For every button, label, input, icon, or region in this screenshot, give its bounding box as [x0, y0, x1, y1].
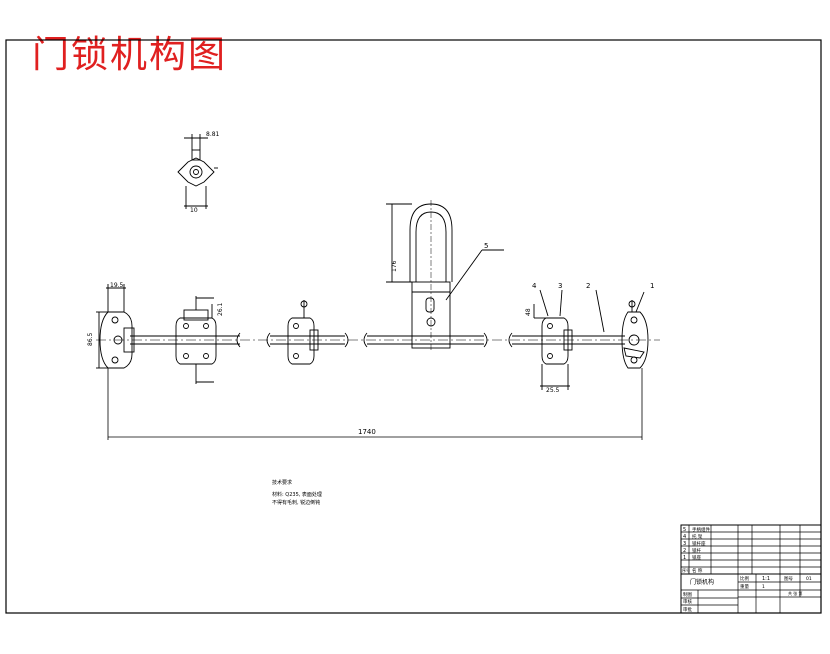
part-row-no: 4 [683, 534, 686, 540]
title-block-qty-label: 共 张 第 [788, 590, 803, 596]
part-row-name: 锁杆 [692, 547, 701, 554]
overall-dimension [107, 368, 643, 440]
part-row-no: 5 [683, 527, 686, 533]
parts-header-name: 名 称 [692, 567, 703, 574]
drawing-title: 门锁机构图 [32, 33, 227, 76]
handle-assembly [386, 200, 504, 350]
left-end-bracket [96, 284, 135, 369]
dim-right-bracket-height: 48 [525, 308, 532, 316]
part-row-name: 手柄组件 [692, 526, 710, 533]
dim-overall-length: 1740 [358, 428, 376, 436]
title-block-sheet-value: 01 [806, 576, 812, 582]
lock-rod [130, 332, 625, 348]
title-block-scale-label: 比例 [740, 575, 749, 582]
title-block-weight-value: 1 [762, 584, 765, 590]
parts-header-no: 序号 [682, 567, 690, 573]
top-view [177, 134, 218, 209]
title-block-check-label: 审核 [683, 598, 692, 605]
balloon-1: 1 [650, 282, 654, 290]
notes-line-1: 材料: Q235, 表面处理 [272, 491, 322, 498]
title-block-grid [680, 524, 822, 614]
title-block-scale-value: 1:1 [762, 576, 770, 582]
balloon-5: 5 [484, 242, 488, 250]
dim-top-view-height: 10 [190, 207, 198, 214]
part-row-no: 2 [683, 548, 686, 554]
middle-bracket [287, 300, 319, 365]
sheet-border [5, 39, 822, 614]
dim-left-bracket-top: 19.5 [110, 282, 124, 289]
part-row-no: 3 [683, 541, 686, 547]
left-guide-bracket [175, 296, 217, 384]
dim-top-view-width: 8.81 [206, 131, 220, 138]
part-row-name: 锁杆座 [692, 540, 706, 547]
dim-right-bracket-width: 25.5 [546, 387, 560, 394]
title-block-sheet-label: 图号 [784, 576, 793, 582]
dim-handle-height: 176 [391, 260, 398, 272]
title-block-weight-label: 重量 [740, 583, 749, 590]
dim-left-bracket-side: 86.5 [87, 332, 94, 346]
title-block-draw-label: 制图 [683, 591, 692, 598]
balloon-2: 2 [586, 282, 590, 290]
right-guide-bracket [533, 289, 605, 390]
notes-line-2: 不得有毛刺, 锐边倒钝 [272, 499, 320, 506]
title-block-approve-label: 审批 [683, 606, 692, 613]
part-row-name: 托 架 [692, 533, 703, 540]
balloon-4: 4 [532, 282, 537, 290]
right-lock-seat [621, 291, 649, 369]
title-block-drawing-name: 门锁机构 [690, 578, 714, 586]
balloon-3: 3 [558, 282, 562, 290]
notes-heading: 技术要求 [272, 479, 292, 486]
part-row-name: 锁座 [692, 554, 701, 561]
dim-bracket-seat: 26.1 [217, 302, 224, 316]
part-row-no: 1 [683, 555, 686, 561]
